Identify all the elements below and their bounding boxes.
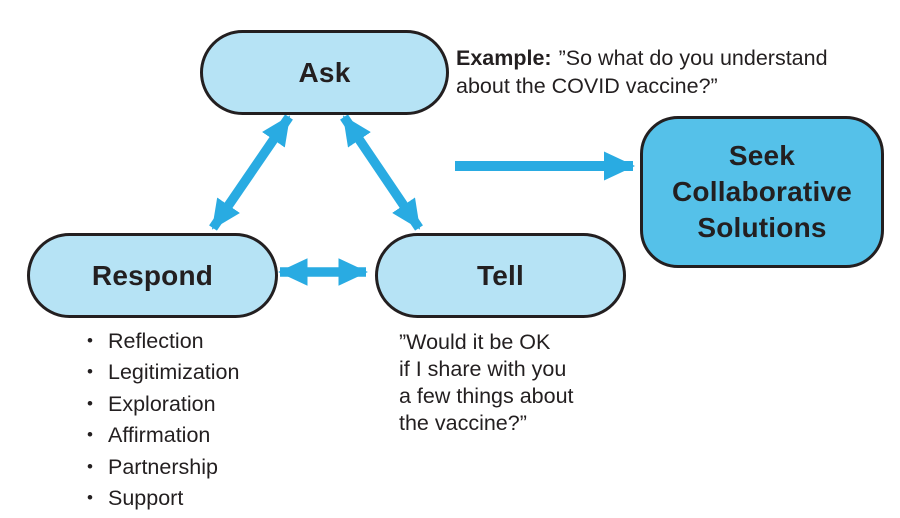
example-quote: ”So what do you understand about the COV… xyxy=(456,46,828,98)
tell-quote-line: the vaccine?” xyxy=(399,411,527,435)
list-item: Affirmation xyxy=(85,419,239,451)
list-item: Legitimization xyxy=(85,356,239,388)
arrow-ask-tell-icon xyxy=(340,114,423,231)
seek-line: Collaborative xyxy=(672,176,852,207)
example-annotation: Example:”So what do you understand about… xyxy=(456,44,834,100)
arrow-ask-respond-icon xyxy=(209,114,293,231)
list-item: Partnership xyxy=(85,451,239,483)
node-respond: Respond xyxy=(27,233,278,318)
tell-quote-line: if I share with you xyxy=(399,357,567,381)
seek-line: Solutions xyxy=(697,212,827,243)
node-tell: Tell xyxy=(375,233,626,318)
node-seek-collaborative-solutions: Seek Collaborative Solutions xyxy=(640,116,884,268)
list-item: Reflection xyxy=(85,325,239,357)
tell-quote-line: a few things about xyxy=(399,384,574,408)
tell-quote-line: ”Would it be OK xyxy=(399,330,551,354)
seek-line: Seek xyxy=(728,140,796,171)
respond-techniques-list: Reflection Legitimization Exploration Af… xyxy=(85,325,239,514)
example-label: Example: xyxy=(456,46,552,70)
node-ask: Ask xyxy=(200,30,449,115)
tell-quote: ”Would it be OK if I share with you a fe… xyxy=(399,329,619,437)
list-item: Support xyxy=(85,482,239,514)
list-item: Exploration xyxy=(85,388,239,420)
